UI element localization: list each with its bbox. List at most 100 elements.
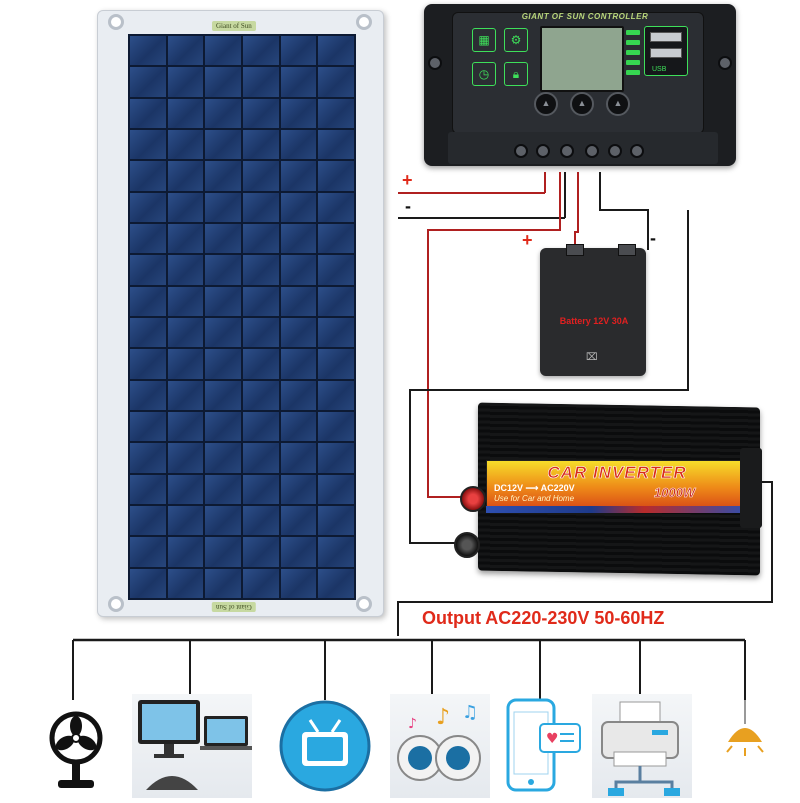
solar-cell [130, 67, 166, 97]
clock-icon: ◷ [472, 62, 496, 86]
solar-cell [243, 130, 279, 160]
inverter-power: 1000W [654, 485, 696, 501]
solar-cell [318, 568, 354, 598]
battery-plus-sign: + [522, 230, 533, 250]
svg-text:♪: ♪ [408, 716, 417, 732]
solar-cell [243, 224, 279, 254]
menu-button[interactable]: ▲ [534, 92, 558, 116]
solar-cell [318, 130, 354, 160]
solar-cell [167, 98, 204, 128]
fan-icon [30, 694, 122, 798]
solar-cell [205, 474, 241, 504]
solar-cell [130, 443, 166, 473]
solar-cell [130, 130, 166, 160]
solar-cell [167, 161, 204, 191]
status-led [626, 50, 640, 55]
solar-cell [280, 192, 317, 222]
solar-cell [205, 443, 241, 473]
output-label: Output AC220-230V 50-60HZ [422, 608, 665, 628]
mount-screw [718, 56, 732, 70]
solar-cell [280, 537, 317, 567]
solar-cell [280, 349, 317, 379]
solar-cell [167, 412, 204, 442]
phone-icon: ♥ [500, 694, 592, 798]
terminal-screw [514, 144, 528, 158]
solar-cell [130, 224, 166, 254]
battery [540, 248, 646, 376]
solar-cell [243, 568, 279, 598]
solar-cell [205, 506, 241, 536]
solar-cell [167, 130, 204, 160]
battery-label: Battery 12V 30A [559, 316, 629, 326]
solar-cell [167, 224, 204, 254]
solar-cell [130, 255, 166, 285]
solar-cell [280, 286, 317, 316]
solar-cell [243, 380, 279, 410]
solar-cell [167, 474, 204, 504]
solar-cell [130, 474, 166, 504]
computer-icon [132, 694, 252, 798]
recycle-icon: ⌧ [586, 352, 598, 363]
solar-cell [243, 255, 279, 285]
usb-label: USB [652, 66, 667, 73]
solar-cell [205, 130, 241, 160]
appliance-drops [72, 640, 746, 700]
solar-cell [167, 380, 204, 410]
solar-cell [130, 568, 166, 598]
solar-cell [205, 161, 241, 191]
svg-text:♪: ♪ [436, 705, 450, 730]
inverter-strip [486, 506, 750, 513]
inverter-title: CAR INVERTER [547, 463, 687, 483]
solar-cell [130, 98, 166, 128]
solar-cell [243, 412, 279, 442]
solar-cell [205, 98, 241, 128]
solar-cell [280, 36, 317, 66]
controller-minus-sign: - [405, 196, 411, 216]
tv-icon [270, 694, 380, 798]
solar-cell [205, 286, 241, 316]
inverter-subtitle: DC12V ⟶ AC220V [494, 483, 575, 493]
solar-cell [318, 537, 354, 567]
solar-cell [318, 161, 354, 191]
solar-cell [243, 537, 279, 567]
mount-hole [356, 596, 372, 612]
terminal-screw [585, 144, 599, 158]
controller-title: GIANT OF SUN CONTROLLER [521, 12, 649, 21]
mount-hole [356, 14, 372, 30]
solar-cell [280, 380, 317, 410]
terminal-screw [630, 144, 644, 158]
solar-cell [280, 130, 317, 160]
mount-hole [108, 596, 124, 612]
solar-cell [205, 67, 241, 97]
solar-cell [280, 506, 317, 536]
solar-cell [167, 568, 204, 598]
solar-cell [130, 36, 166, 66]
solar-cell [280, 98, 317, 128]
solar-cell [205, 349, 241, 379]
solar-cell [318, 255, 354, 285]
positive-terminal-icon [460, 486, 486, 512]
status-led [626, 40, 640, 45]
inverter-banner [486, 460, 752, 510]
solar-cell [205, 36, 241, 66]
terminal-screw [560, 144, 574, 158]
solar-cell [167, 349, 204, 379]
lamp-icon [700, 694, 790, 798]
up-button[interactable]: ▲ [570, 92, 594, 116]
solar-cell [167, 192, 204, 222]
solar-cell [130, 380, 166, 410]
solar-cell [205, 255, 241, 285]
solar-cell [167, 286, 204, 316]
down-button[interactable]: ▲ [606, 92, 630, 116]
solar-cell [318, 380, 354, 410]
mount-screw [428, 56, 442, 70]
solar-cell [243, 443, 279, 473]
controller-plus-sign: + [402, 170, 413, 190]
solar-cell [243, 192, 279, 222]
solar-cell [280, 443, 317, 473]
status-led [626, 60, 640, 65]
svg-text:♥: ♥ [546, 731, 559, 747]
solar-cell [318, 36, 354, 66]
solar-cell [130, 506, 166, 536]
solar-cell [243, 474, 279, 504]
